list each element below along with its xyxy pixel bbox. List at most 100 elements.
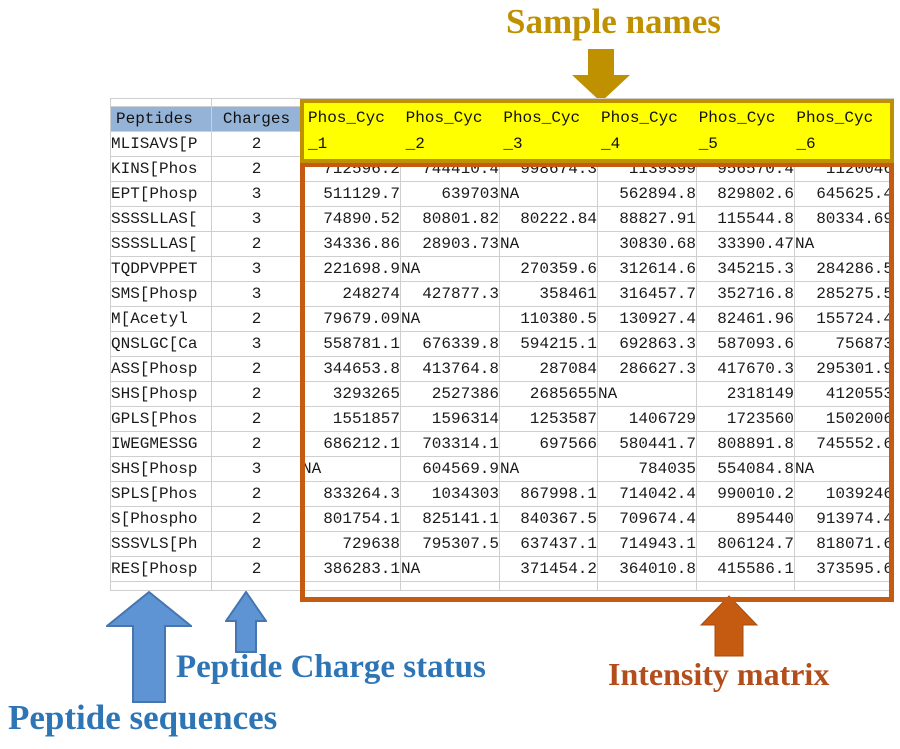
charge-cell[interactable]: 2 xyxy=(211,306,302,332)
intensity-cell[interactable]: 1406729 xyxy=(597,406,697,432)
charge-cell[interactable]: 2 xyxy=(211,431,302,457)
peptide-cell[interactable]: EPT[Phosp xyxy=(110,181,212,207)
intensity-cell[interactable]: 371454.2 xyxy=(499,556,598,582)
intensity-cell[interactable]: 386283.1 xyxy=(301,556,401,582)
peptide-cell[interactable]: ASS[Phosp xyxy=(110,356,212,382)
charge-cell[interactable]: 3 xyxy=(211,456,302,482)
intensity-cell[interactable]: 806124.7 xyxy=(696,531,795,557)
intensity-cell[interactable]: 594215.1 xyxy=(499,331,598,357)
intensity-cell[interactable]: 270359.6 xyxy=(499,256,598,282)
intensity-cell[interactable]: 2318149 xyxy=(696,381,795,407)
intensity-cell[interactable]: 2685655 xyxy=(499,381,598,407)
intensity-cell[interactable]: 284286.5 xyxy=(794,256,894,282)
intensity-cell[interactable]: 344653.8 xyxy=(301,356,401,382)
intensity-cell[interactable]: 110380.5 xyxy=(499,306,598,332)
peptide-cell[interactable]: SSSSLLAS[ xyxy=(110,231,212,257)
intensity-cell[interactable]: 287084 xyxy=(499,356,598,382)
intensity-cell[interactable]: 74890.52 xyxy=(301,206,401,232)
intensity-cell[interactable]: 3293265 xyxy=(301,381,401,407)
intensity-cell[interactable]: 34336.86 xyxy=(301,231,401,257)
intensity-cell[interactable]: 1253587 xyxy=(499,406,598,432)
intensity-cell[interactable]: 286627.3 xyxy=(597,356,697,382)
charge-cell[interactable]: 3 xyxy=(211,331,302,357)
intensity-cell[interactable]: 714042.4 xyxy=(597,481,697,507)
intensity-cell[interactable]: 913974.4 xyxy=(794,506,894,532)
intensity-cell[interactable]: 82461.96 xyxy=(696,306,795,332)
peptide-cell[interactable]: SSSVLS[Ph xyxy=(110,531,212,557)
charge-cell[interactable]: 2 xyxy=(211,131,302,157)
intensity-cell[interactable]: 115544.8 xyxy=(696,206,795,232)
sample-column-header[interactable]: Phos_Cyc_1 xyxy=(308,109,385,153)
intensity-cell[interactable]: 729638 xyxy=(301,531,401,557)
intensity-cell[interactable]: 840367.5 xyxy=(499,506,598,532)
intensity-cell[interactable]: 676339.8 xyxy=(400,331,500,357)
intensity-cell[interactable]: 1039246 xyxy=(794,481,894,507)
intensity-cell[interactable]: NA xyxy=(400,306,500,332)
intensity-cell[interactable]: 686212.1 xyxy=(301,431,401,457)
intensity-cell[interactable]: 645625.4 xyxy=(794,181,894,207)
sample-column-header[interactable]: Phos_Cyc_5 xyxy=(698,109,776,153)
intensity-cell[interactable]: 1551857 xyxy=(301,406,401,432)
intensity-cell[interactable]: 692863.3 xyxy=(597,331,697,357)
peptide-cell[interactable]: SHS[Phosp xyxy=(110,381,212,407)
intensity-cell[interactable]: 312614.6 xyxy=(597,256,697,282)
charge-cell[interactable]: 2 xyxy=(211,506,302,532)
intensity-cell[interactable]: 818071.6 xyxy=(794,531,894,557)
intensity-cell[interactable]: 554084.8 xyxy=(696,456,795,482)
intensity-cell[interactable]: 895440 xyxy=(696,506,795,532)
intensity-cell[interactable]: 990010.2 xyxy=(696,481,795,507)
intensity-cell[interactable]: 364010.8 xyxy=(597,556,697,582)
charge-cell[interactable]: 2 xyxy=(211,156,302,182)
intensity-cell[interactable]: 79679.09 xyxy=(301,306,401,332)
intensity-cell[interactable]: 637437.1 xyxy=(499,531,598,557)
intensity-cell[interactable]: 88827.91 xyxy=(597,206,697,232)
intensity-cell[interactable]: NA xyxy=(794,456,894,482)
charge-cell[interactable]: 2 xyxy=(211,356,302,382)
intensity-cell[interactable]: 558781.1 xyxy=(301,331,401,357)
peptide-cell[interactable]: SPLS[Phos xyxy=(110,481,212,507)
charge-cell[interactable]: 3 xyxy=(211,206,302,232)
intensity-cell[interactable]: NA xyxy=(499,231,598,257)
intensity-cell[interactable]: 28903.73 xyxy=(400,231,500,257)
intensity-cell[interactable]: 316457.7 xyxy=(597,281,697,307)
intensity-cell[interactable]: 1723560 xyxy=(696,406,795,432)
intensity-cell[interactable]: 413764.8 xyxy=(400,356,500,382)
intensity-cell[interactable]: 587093.6 xyxy=(696,331,795,357)
intensity-cell[interactable]: 155724.4 xyxy=(794,306,894,332)
peptide-cell[interactable]: RES[Phosp xyxy=(110,556,212,582)
intensity-cell[interactable]: NA xyxy=(597,381,697,407)
intensity-cell[interactable]: 714943.1 xyxy=(597,531,697,557)
intensity-cell[interactable]: NA xyxy=(301,456,401,482)
intensity-cell[interactable]: 2527386 xyxy=(400,381,500,407)
intensity-cell[interactable]: 745552.6 xyxy=(794,431,894,457)
intensity-cell[interactable]: 80222.84 xyxy=(499,206,598,232)
intensity-cell[interactable]: NA xyxy=(499,456,598,482)
intensity-cell[interactable]: 285275.5 xyxy=(794,281,894,307)
peptide-cell[interactable]: QNSLGC[Ca xyxy=(110,331,212,357)
intensity-cell[interactable]: 709674.4 xyxy=(597,506,697,532)
intensity-cell[interactable]: 808891.8 xyxy=(696,431,795,457)
peptide-cell[interactable]: KINS[Phos xyxy=(110,156,212,182)
intensity-cell[interactable]: 580441.7 xyxy=(597,431,697,457)
intensity-cell[interactable]: 562894.8 xyxy=(597,181,697,207)
peptide-cell[interactable]: IWEGMESSG xyxy=(110,431,212,457)
intensity-cell[interactable]: 756873 xyxy=(794,331,894,357)
intensity-cell[interactable]: 295301.9 xyxy=(794,356,894,382)
sample-column-header[interactable]: Phos_Cyc_4 xyxy=(601,109,678,153)
intensity-cell[interactable]: 4120553 xyxy=(794,381,894,407)
charge-cell[interactable]: 3 xyxy=(211,256,302,282)
intensity-cell[interactable]: 30830.68 xyxy=(597,231,697,257)
intensity-cell[interactable]: NA xyxy=(400,256,500,282)
intensity-cell[interactable]: NA xyxy=(794,231,894,257)
intensity-cell[interactable]: 358461 xyxy=(499,281,598,307)
intensity-cell[interactable]: 352716.8 xyxy=(696,281,795,307)
peptide-cell[interactable]: GPLS[Phos xyxy=(110,406,212,432)
intensity-cell[interactable]: 703314.1 xyxy=(400,431,500,457)
charge-cell[interactable]: 3 xyxy=(211,281,302,307)
sample-column-header[interactable]: Phos_Cyc_3 xyxy=(503,109,581,153)
intensity-cell[interactable]: 345215.3 xyxy=(696,256,795,282)
intensity-cell[interactable]: 604569.9 xyxy=(400,456,500,482)
sample-column-header[interactable]: Phos_Cyc_6 xyxy=(796,109,874,153)
charges-column-header[interactable]: Charges xyxy=(211,106,302,132)
intensity-cell[interactable]: NA xyxy=(400,556,500,582)
